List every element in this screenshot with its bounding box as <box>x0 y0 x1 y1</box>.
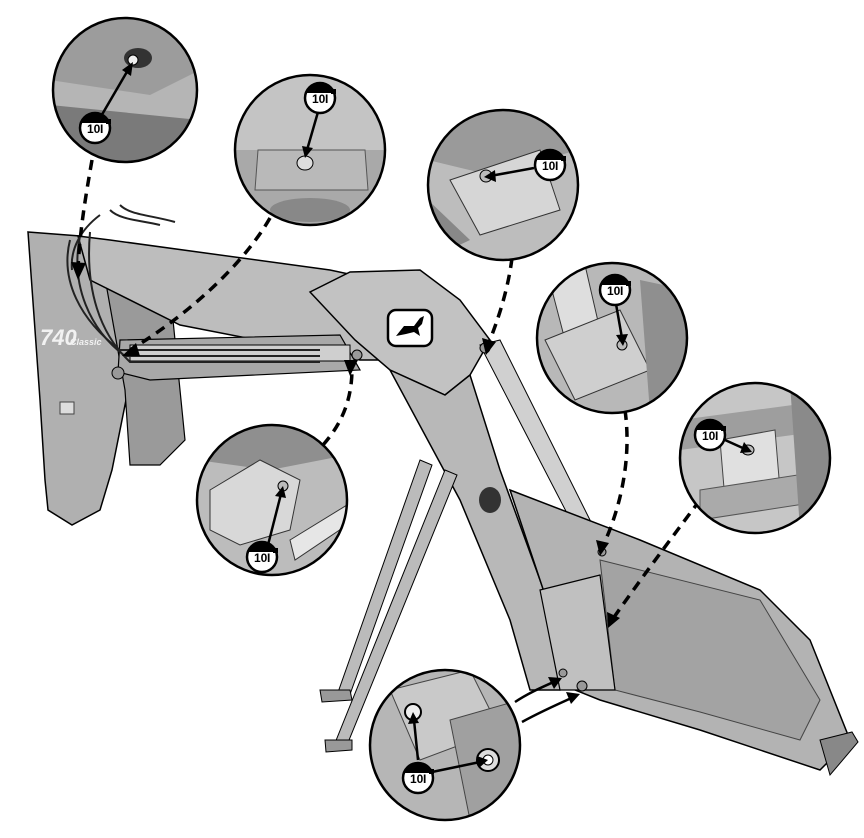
svg-text:10: 10 <box>312 92 326 106</box>
model-number: 740 <box>40 325 77 350</box>
svg-text:I: I <box>100 122 103 136</box>
callout-bottom: 10 I <box>368 668 522 822</box>
callout-bucket-pivot: 10 I <box>678 381 832 535</box>
leader-lines <box>76 159 702 622</box>
svg-text:10: 10 <box>410 772 424 786</box>
model-suffix: Classic <box>70 337 102 347</box>
callout-mid-left: 10 I <box>195 423 349 577</box>
svg-text:I: I <box>325 92 328 106</box>
svg-text:10: 10 <box>702 429 716 443</box>
leader-arrowheads <box>71 262 620 628</box>
svg-text:I: I <box>267 551 270 565</box>
loader-machine: 740 Classic <box>27 204 859 777</box>
callout-upper-right: 10 I <box>426 108 580 262</box>
svg-text:I: I <box>423 772 426 786</box>
callout-top-center: 10 I <box>233 73 387 227</box>
lube-badge-text: 10 <box>87 122 101 136</box>
callout-top-left: 10 I <box>51 16 199 164</box>
svg-text:I: I <box>620 284 623 298</box>
svg-text:10: 10 <box>254 551 268 565</box>
deer-logo-icon <box>386 308 434 348</box>
svg-text:10: 10 <box>542 159 556 173</box>
svg-text:10: 10 <box>607 284 621 298</box>
callout-cylinder-upper: 10 I <box>535 261 689 415</box>
svg-text:I: I <box>715 429 718 443</box>
svg-text:I: I <box>555 159 558 173</box>
